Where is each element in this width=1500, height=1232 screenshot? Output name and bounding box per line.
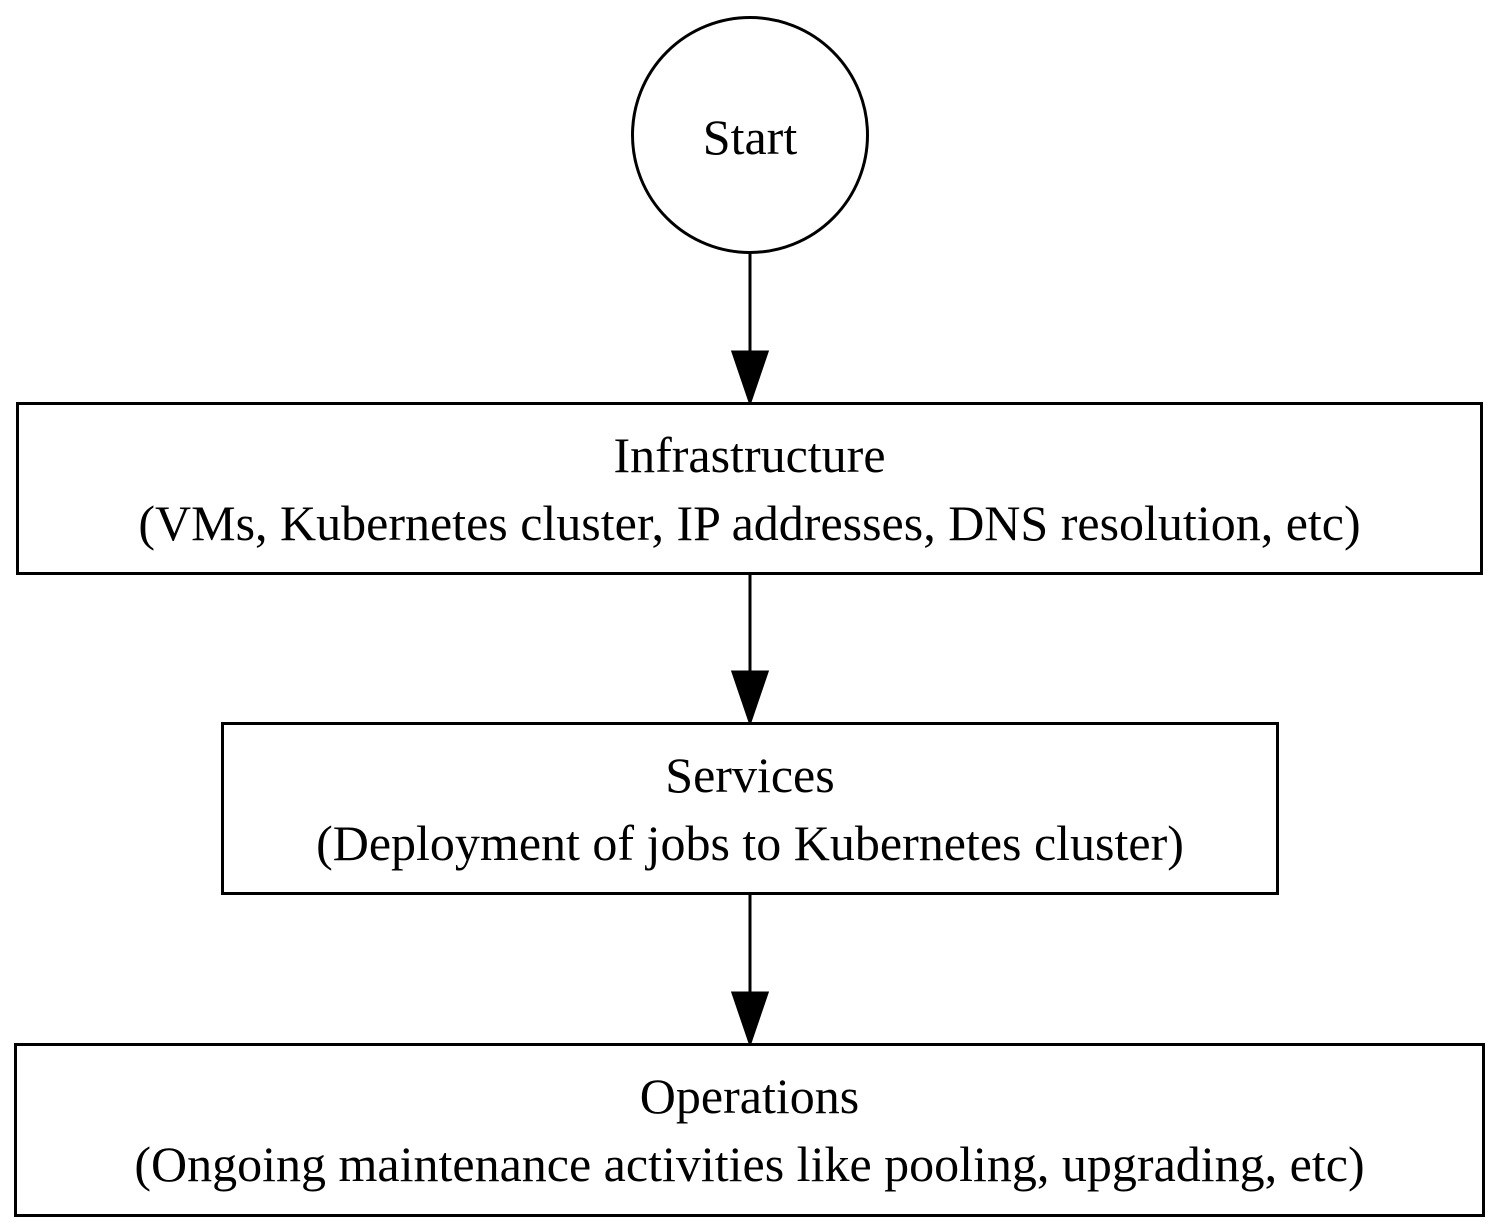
operations-node: Operations (Ongoing maintenance activiti… <box>14 1043 1485 1217</box>
edge-start-to-infrastructure <box>730 254 770 407</box>
edge-infrastructure-to-services <box>730 575 770 727</box>
arrowhead <box>730 350 770 407</box>
services-node: Services (Deployment of jobs to Kubernet… <box>221 722 1279 895</box>
infrastructure-node-description: (VMs, Kubernetes cluster, IP addresses, … <box>138 494 1361 551</box>
services-node-description: (Deployment of jobs to Kubernetes cluste… <box>316 814 1184 871</box>
start-node: Start <box>631 16 869 254</box>
infrastructure-node-title: Infrastructure <box>613 426 886 483</box>
operations-node-description: (Ongoing maintenance activities like poo… <box>134 1136 1365 1192</box>
arrowhead <box>730 670 770 727</box>
edge-services-to-operations <box>730 895 770 1048</box>
operations-node-title: Operations <box>639 1068 860 1124</box>
start-node-label: Start <box>702 109 798 165</box>
arrowhead <box>730 991 770 1048</box>
infrastructure-node: Infrastructure (VMs, Kubernetes cluster,… <box>16 402 1483 575</box>
services-node-title: Services <box>665 746 835 803</box>
